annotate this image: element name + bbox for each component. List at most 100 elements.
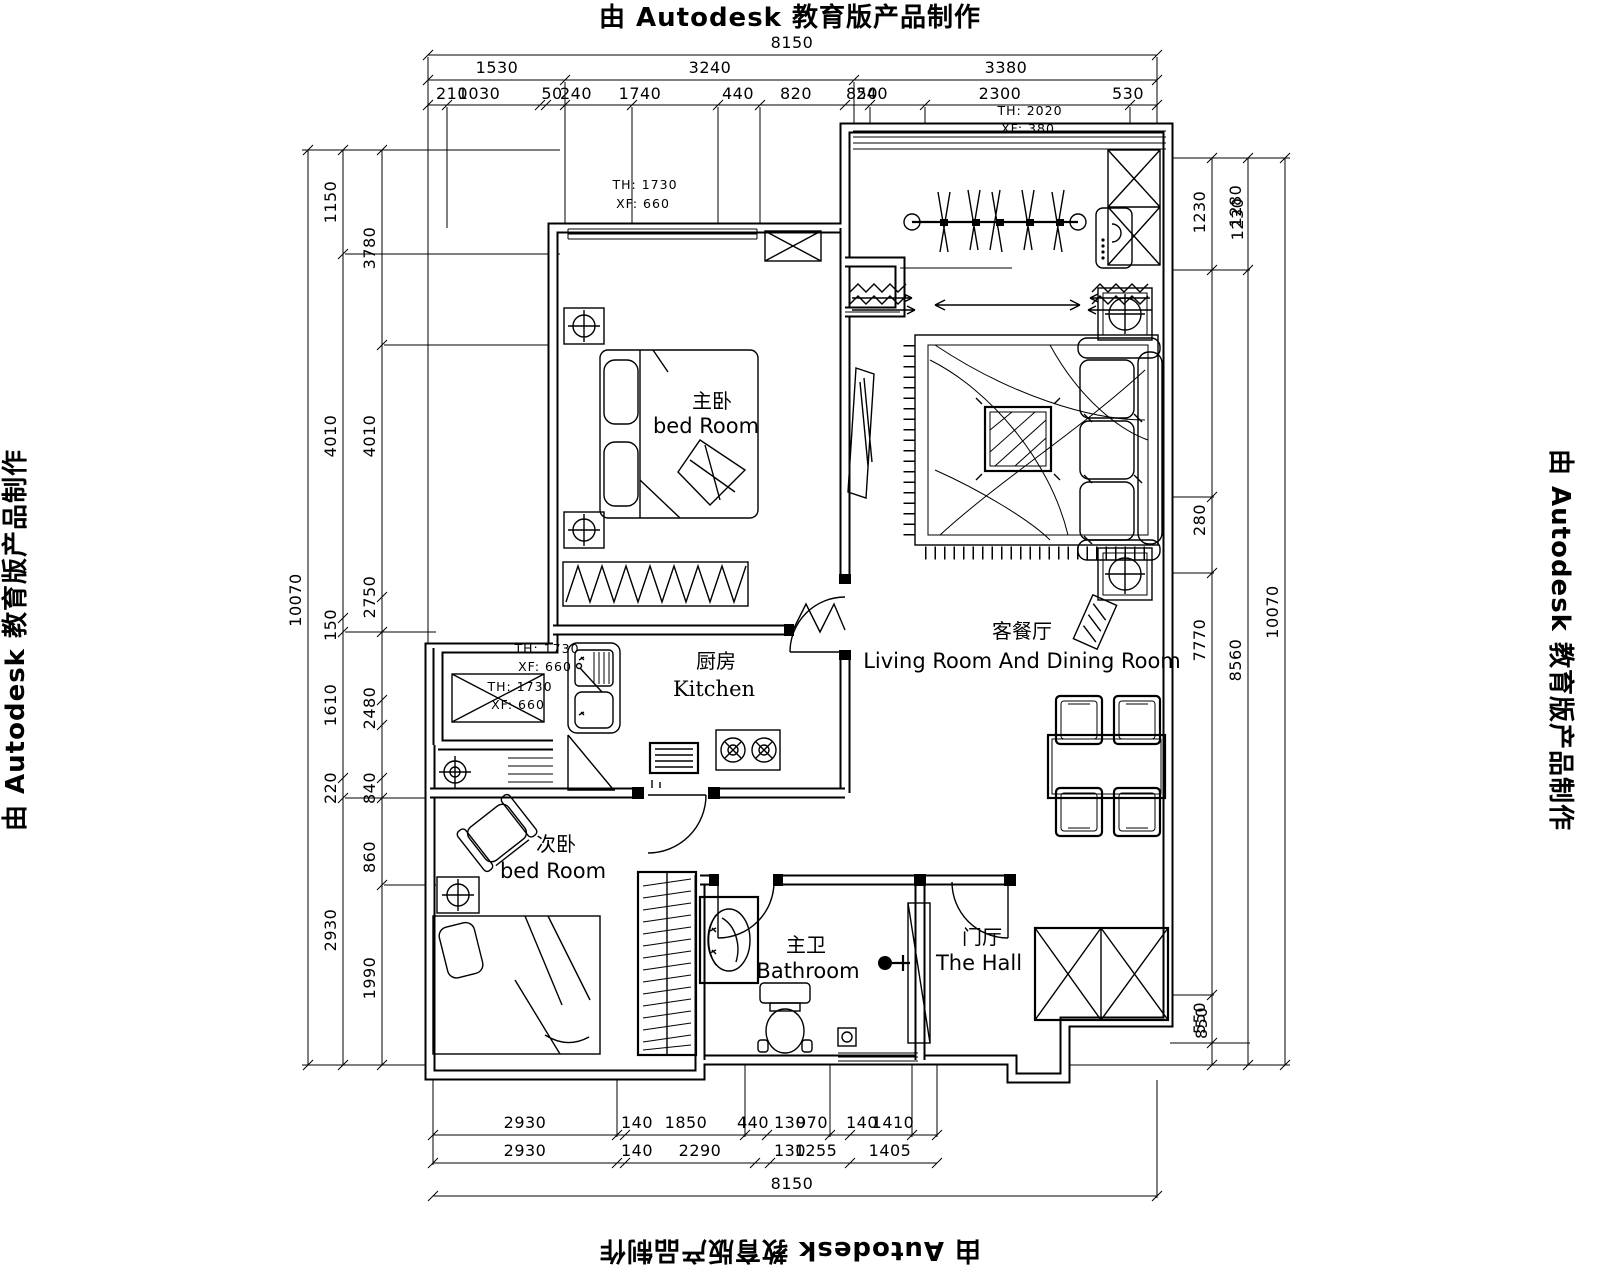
dim-label: 1530	[476, 58, 519, 77]
vent-grille	[648, 741, 700, 775]
room-label-bathroom-en: Bathroom	[756, 959, 859, 983]
gas-stove	[715, 729, 781, 771]
dimension-chain-right: 1230 280 7770 550 850 1280 1230 8560 100…	[1070, 152, 1291, 1071]
master-wardrobe	[562, 561, 749, 607]
dim-label: 820	[780, 84, 812, 103]
dim-label: 840	[360, 772, 379, 804]
dim-label: 2480	[360, 687, 379, 730]
dim-label: 2930	[504, 1141, 547, 1160]
dimension-chain-bottom: 2930 140 1850 440 130 970 140 1410 2930 …	[427, 1062, 1163, 1202]
dim-label: 1990	[360, 957, 379, 1000]
door-kitchen-bifold	[791, 602, 846, 634]
window-kitchen-bay	[432, 642, 553, 783]
door-stop	[878, 955, 910, 971]
room-label-master-zh: 主卧	[692, 389, 732, 413]
window-bathroom	[838, 1052, 918, 1062]
dim-label: 1850	[665, 1113, 708, 1132]
tv	[847, 367, 875, 499]
kitchen-sink	[567, 642, 621, 734]
dim-label: 1255	[795, 1141, 838, 1160]
dim-label: 130	[774, 1141, 806, 1160]
dining-chair	[1112, 694, 1162, 746]
dim-label: 220	[321, 772, 340, 804]
coffee-table	[975, 397, 1061, 481]
dim-label: 440	[722, 84, 754, 103]
dim-label: 240	[856, 84, 888, 103]
door-master-bedroom	[789, 596, 846, 653]
sofa	[1077, 337, 1163, 561]
annotation-master-window: TH: 1730	[611, 177, 677, 192]
annotation-master-window: XF: 660	[616, 196, 670, 211]
annotation-kitchen-window: XF: 660	[491, 697, 545, 712]
dining-chair	[1112, 786, 1162, 838]
dim-label: 150	[321, 609, 340, 641]
room-label-living-zh: 客餐厅	[992, 619, 1052, 643]
dim-label: 3240	[689, 58, 732, 77]
ceiling-light	[439, 756, 471, 788]
dim-label: 140	[621, 1113, 653, 1132]
dim-label: 1030	[458, 84, 501, 103]
pillow	[603, 359, 639, 425]
dim-label: 2750	[360, 576, 379, 619]
border-title-left: 由 Autodesk 教育版产品制作	[0, 449, 31, 831]
dim-label: 4010	[360, 415, 379, 458]
dim-label: 8150	[771, 1174, 814, 1193]
dim-label: 3380	[985, 58, 1028, 77]
floor-drain	[837, 1027, 857, 1047]
curtain-symbol	[849, 283, 916, 315]
dim-label: 2300	[979, 84, 1022, 103]
dim-label: 4010	[321, 415, 340, 458]
room-label-hall-en: The Hall	[935, 951, 1022, 975]
border-title-bottom: 由 Autodesk 教育版产品制作	[599, 1235, 981, 1266]
annotation-kitchen-window: TH: 1730	[486, 679, 552, 694]
window-balcony	[853, 130, 1166, 150]
clothes-rail	[903, 189, 1087, 311]
wall-light	[563, 307, 605, 345]
dim-label: 850	[1192, 1007, 1211, 1039]
room-label-bedroom2-zh: 次卧	[536, 832, 576, 856]
dim-label: 50	[541, 84, 562, 103]
annotation-kitchen-window: TH: 1730	[513, 641, 579, 656]
room-label-kitchen-en: Kitchen	[673, 677, 755, 701]
magazine-rack	[1072, 593, 1118, 651]
wall-light	[436, 876, 480, 914]
dim-label: 10070	[286, 573, 305, 626]
room-label-bathroom-zh: 主卫	[786, 933, 826, 957]
pillow	[603, 441, 639, 507]
dim-label: 1230	[1228, 198, 1247, 241]
dim-label: 2930	[321, 909, 340, 952]
washbasin	[698, 895, 760, 985]
dim-label: 530	[1112, 84, 1144, 103]
door-leaf-sliding	[907, 902, 931, 1044]
room-label-hall-zh: 门厅	[962, 925, 1002, 949]
dim-label: 140	[621, 1141, 653, 1160]
dining-chair	[1054, 694, 1104, 746]
room-label-kitchen-zh: 厨房	[696, 649, 736, 673]
dining-chair	[1054, 786, 1104, 838]
master-bed	[599, 349, 759, 519]
dim-label: 7770	[1190, 619, 1209, 662]
dim-label: 10070	[1263, 585, 1282, 638]
dim-label: 1405	[869, 1141, 912, 1160]
dim-label: 1410	[872, 1113, 915, 1132]
flue-duct	[764, 230, 822, 262]
desk-chair	[456, 793, 538, 873]
corner-cabinet	[567, 734, 615, 791]
dim-label: 860	[360, 841, 379, 873]
door-bathroom	[717, 881, 775, 939]
dim-label: 8150	[771, 33, 814, 52]
dimension-chain-left: 10070 1150 4010 150 1610 220 2930 3780 4…	[286, 144, 560, 1071]
interior-walls	[430, 228, 1012, 1060]
dim-label: 8560	[1226, 639, 1245, 682]
dim-label: 1230	[1190, 191, 1209, 234]
dim-label: 1150	[321, 181, 340, 224]
single-bed	[432, 915, 601, 1055]
dim-label: 130	[774, 1113, 806, 1132]
border-title-right: 由 Autodesk 教育版产品制作	[1545, 449, 1576, 831]
door-second-bedroom	[647, 780, 707, 854]
rug	[903, 334, 1159, 560]
speaker	[1097, 287, 1153, 341]
dim-label: 2290	[679, 1141, 722, 1160]
door-jambs	[632, 574, 1016, 886]
